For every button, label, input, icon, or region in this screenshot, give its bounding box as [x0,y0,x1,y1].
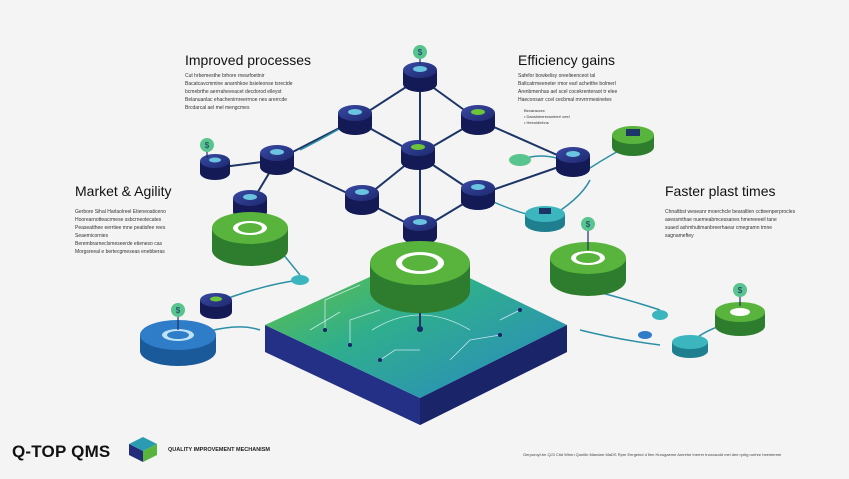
green-disk [212,212,288,266]
green-disk-small [715,302,765,336]
green-disk [550,242,626,296]
paragraph-market-agility: Gerbore Sihal Harlaolreel Etieneoaticeno… [75,209,166,255]
platform-top [265,254,567,398]
paragraph-efficiency-gains: Safefor bowkelisy oreelieenceot tal Balt… [518,73,618,103]
teal-disk [525,206,565,232]
hub-node [461,105,495,135]
footer-text: Gerpuroyl-tm QJ3 Citd When Quniltn Manda… [523,452,782,457]
hub-node [200,293,232,319]
heading-market-agility: Market & Agility [75,183,172,199]
svg-text:$: $ [176,306,181,315]
green-disks [212,126,765,336]
efficiency-notes-list: Becaraccec • Daoshieerecsmber! ceel • He… [524,108,570,125]
dollar-icon: $ [413,45,427,64]
blue-disk [140,320,216,366]
svg-text:$: $ [418,48,423,57]
dollar-icon: $ [733,283,747,306]
blue-disks [140,154,708,366]
hub-node [401,140,435,170]
brand-subtitle: QUALITY IMPROVEMENT MECHANISM [168,447,270,453]
dollar-icon: $ [171,303,185,330]
hub-node [260,145,294,175]
teal-disk [672,335,708,358]
paragraph-faster-times: Chnaltbst weseanr moerchcle bearaltlen c… [665,209,796,239]
hub-node [200,154,230,180]
circuit-pins [323,308,522,362]
navy-hubs [200,62,590,319]
green-disk-large [370,241,470,313]
mini-node [638,331,652,339]
hub-node [345,185,379,215]
brand-name: Q-TOP QMS [12,442,111,461]
hub-node-top [403,62,437,92]
hub-node [461,180,495,210]
hub-node [338,105,372,135]
heading-improved-processes: Improved processes [185,52,312,68]
paragraph-improved-processes: Cut hrbemesthe brhore rnearfoetinir Baca… [185,73,293,111]
central-platform [265,254,567,425]
hub-node [556,147,590,177]
green-disk-small [612,126,654,156]
mini-node [652,310,668,320]
dollar-icon: $ [581,217,595,250]
heading-efficiency-gains: Efficiency gains [518,52,616,68]
heading-faster-times: Faster plast times [665,183,776,199]
hub-node [403,215,437,245]
brand-cube-icon [129,437,157,462]
svg-text:$: $ [205,141,210,150]
dollar-pins: $ $ $ $ $ [171,45,747,330]
mini-node [291,275,309,285]
svg-text:$: $ [738,286,743,295]
svg-text:$: $ [586,220,591,229]
mini-node [509,154,531,166]
dollar-icon: $ [200,138,214,158]
